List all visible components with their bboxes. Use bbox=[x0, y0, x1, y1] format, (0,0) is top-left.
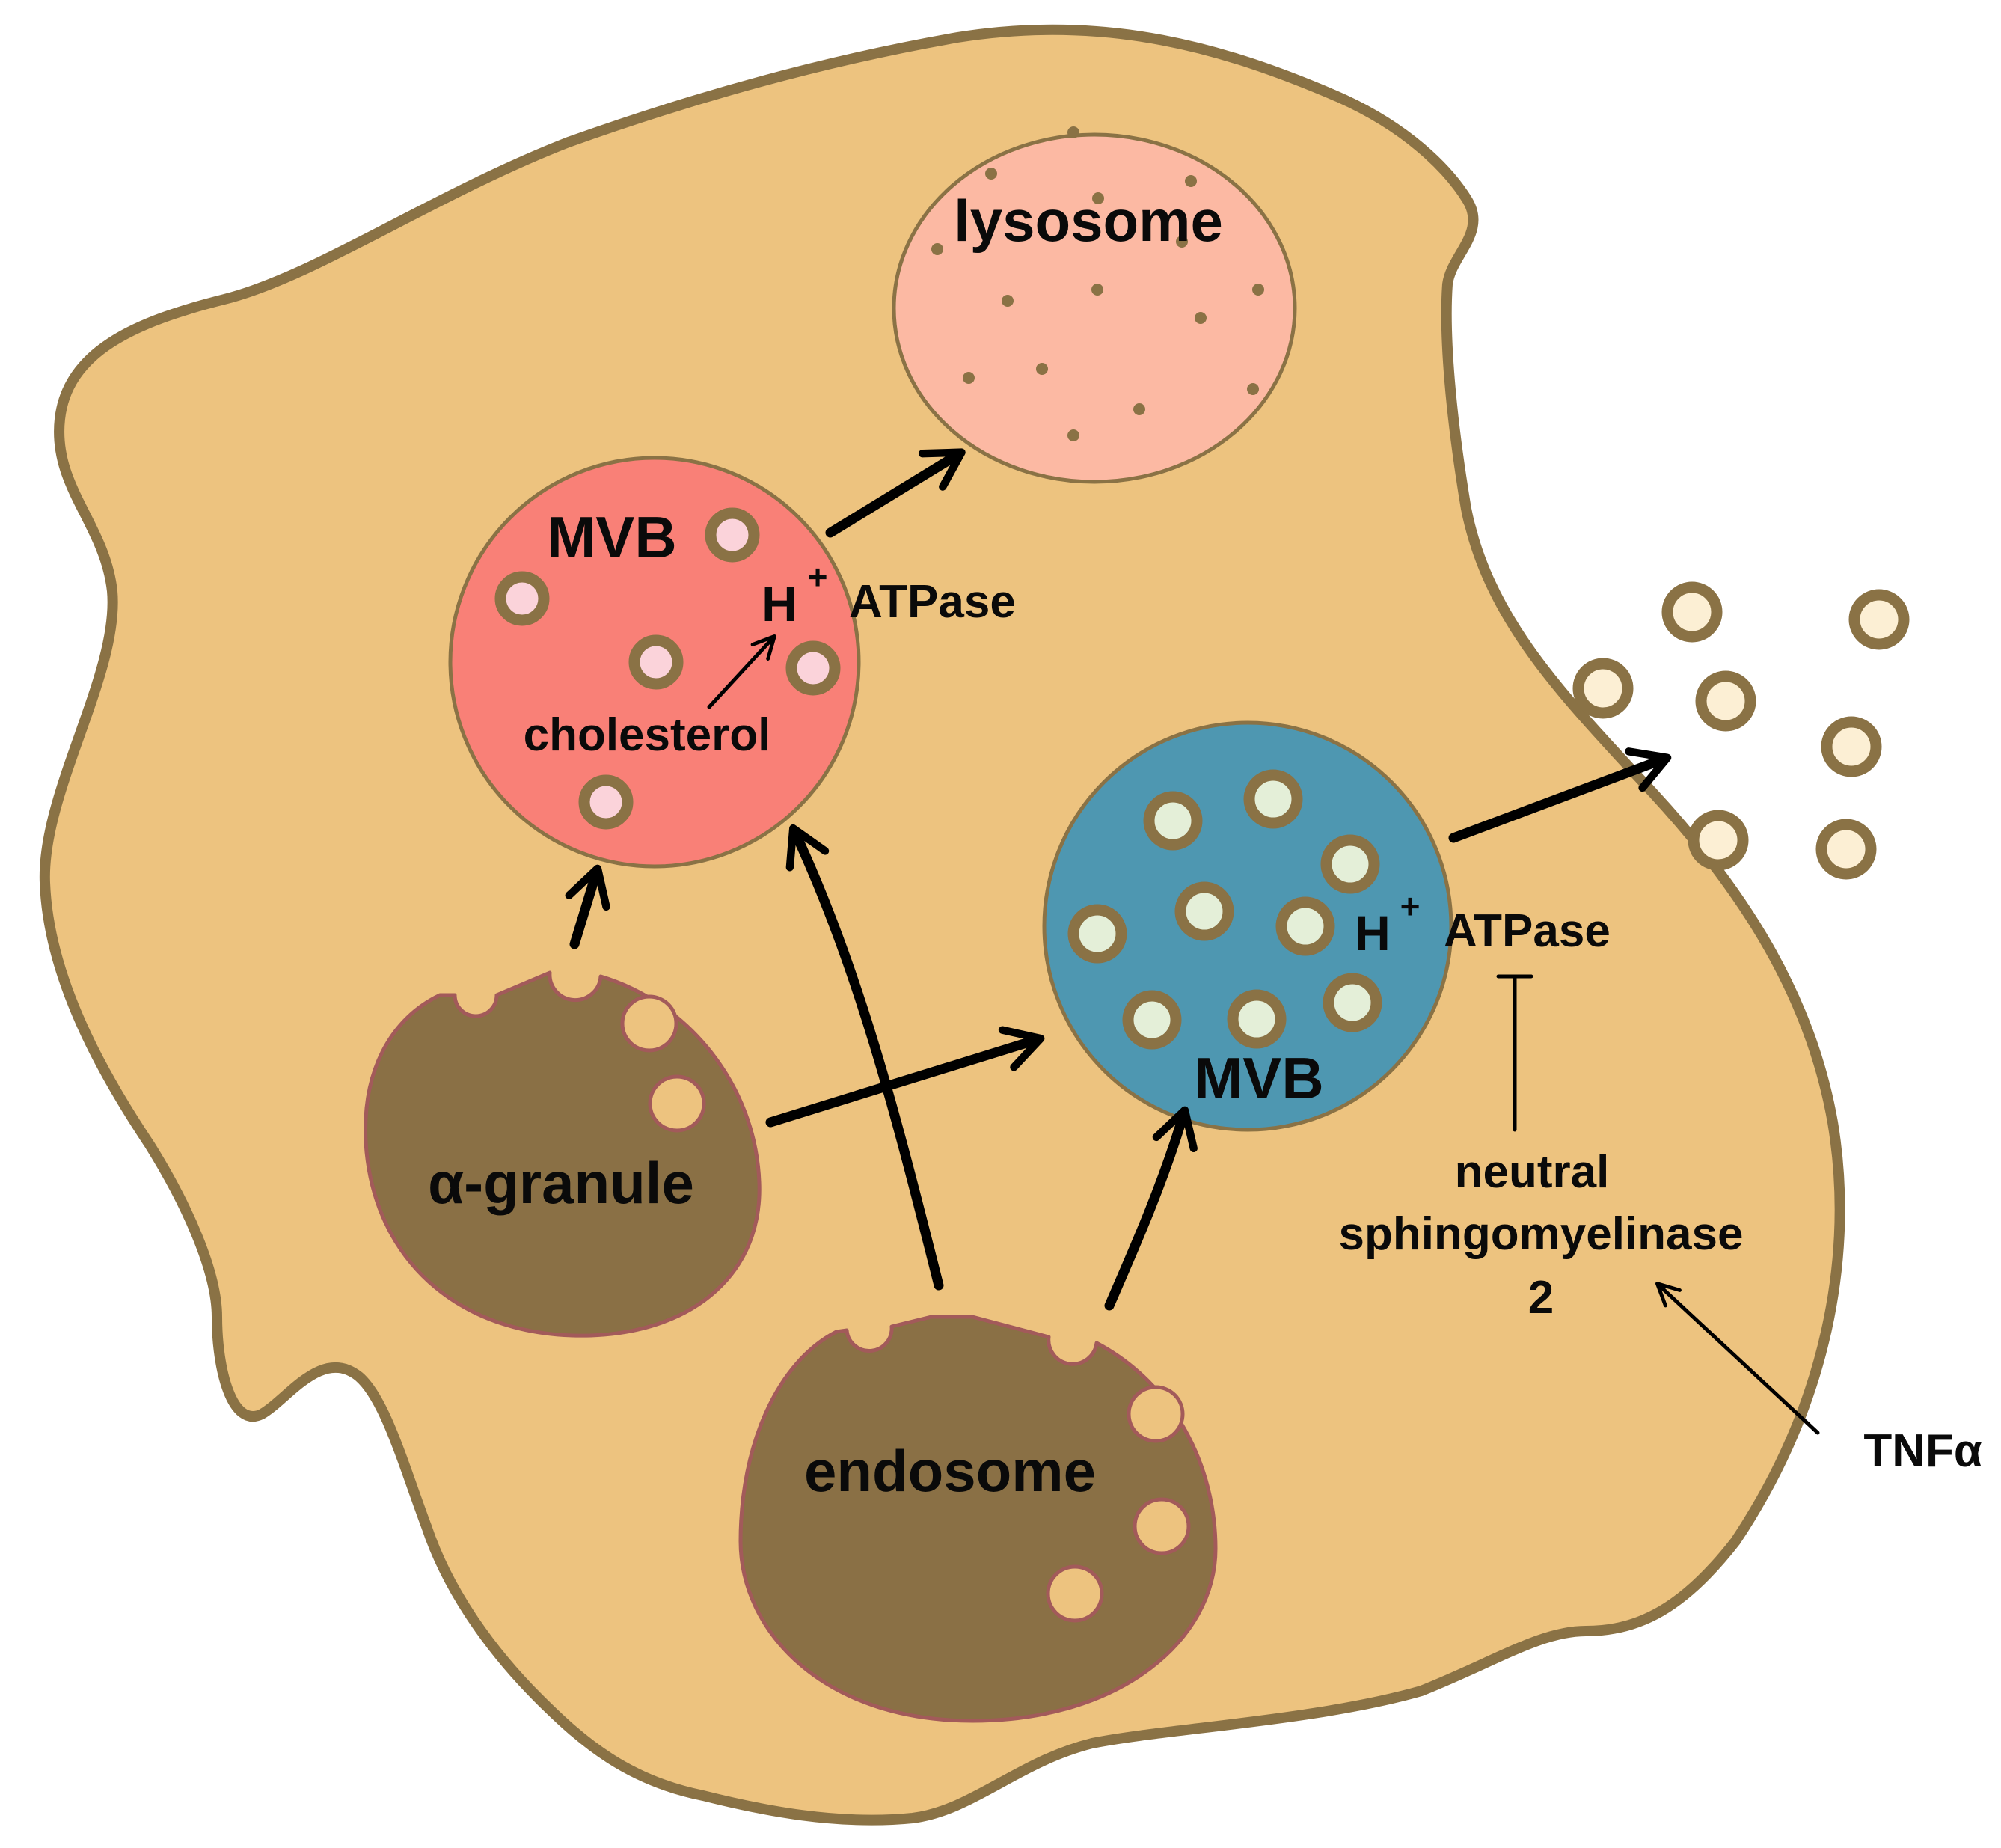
mvb-upper-label: MVB bbox=[547, 504, 676, 570]
h-ion-upper: H bbox=[762, 576, 797, 631]
exosomes-released bbox=[1572, 581, 1910, 880]
alpha-granule bbox=[364, 970, 762, 1338]
arrow-mvb-to-lysosome bbox=[825, 448, 966, 538]
arrow-tnfa-to-nsm2 bbox=[1655, 1282, 1820, 1435]
tnfa-label: TNFα bbox=[1863, 1425, 1982, 1477]
arrow-granule-to-mvb-lower bbox=[765, 1026, 1045, 1128]
lysosome-granules bbox=[931, 126, 1264, 441]
endosome bbox=[738, 1315, 1218, 1723]
atpase-upper-label: ATPase bbox=[849, 576, 1016, 628]
arrow-endosome-to-mvb-lower bbox=[1104, 1106, 1198, 1311]
arrow-granule-to-mvb-upper bbox=[565, 864, 610, 949]
h-ion-upper-charge: + bbox=[808, 557, 828, 596]
nsm2-label-line2: sphingomyelinase bbox=[1339, 1208, 1744, 1260]
lysosome-label: lysosome bbox=[954, 188, 1223, 254]
atpase-lower-label: ATPase bbox=[1444, 905, 1611, 957]
cholesterol-label: cholesterol bbox=[524, 709, 771, 761]
mvb-upper-ilvs bbox=[494, 507, 841, 830]
nsm2-label-line3: 2 bbox=[1528, 1272, 1554, 1324]
arrow-endosome-to-mvb-upper bbox=[785, 824, 944, 1291]
h-ion-lower-charge: + bbox=[1400, 887, 1421, 925]
mvb-lower-label: MVB bbox=[1194, 1045, 1323, 1111]
cell-membrane bbox=[39, 24, 1845, 1826]
mvb-lower-ilvs bbox=[1067, 769, 1382, 1050]
inhibition-nsm2-atpase bbox=[1496, 974, 1533, 1132]
endosome-label: endosome bbox=[804, 1438, 1096, 1504]
mvb-upper bbox=[448, 456, 861, 869]
lysosome bbox=[892, 126, 1297, 484]
arrow-cholesterol-to-h bbox=[707, 634, 776, 709]
arrow-exosome-release bbox=[1448, 747, 1672, 843]
h-ion-lower: H bbox=[1355, 905, 1391, 961]
alpha-granule-label: α-granule bbox=[428, 1150, 694, 1216]
pathway-arrows bbox=[565, 448, 1820, 1435]
nsm2-label-line1: neutral bbox=[1455, 1146, 1610, 1198]
mvb-lower bbox=[1042, 720, 1453, 1132]
